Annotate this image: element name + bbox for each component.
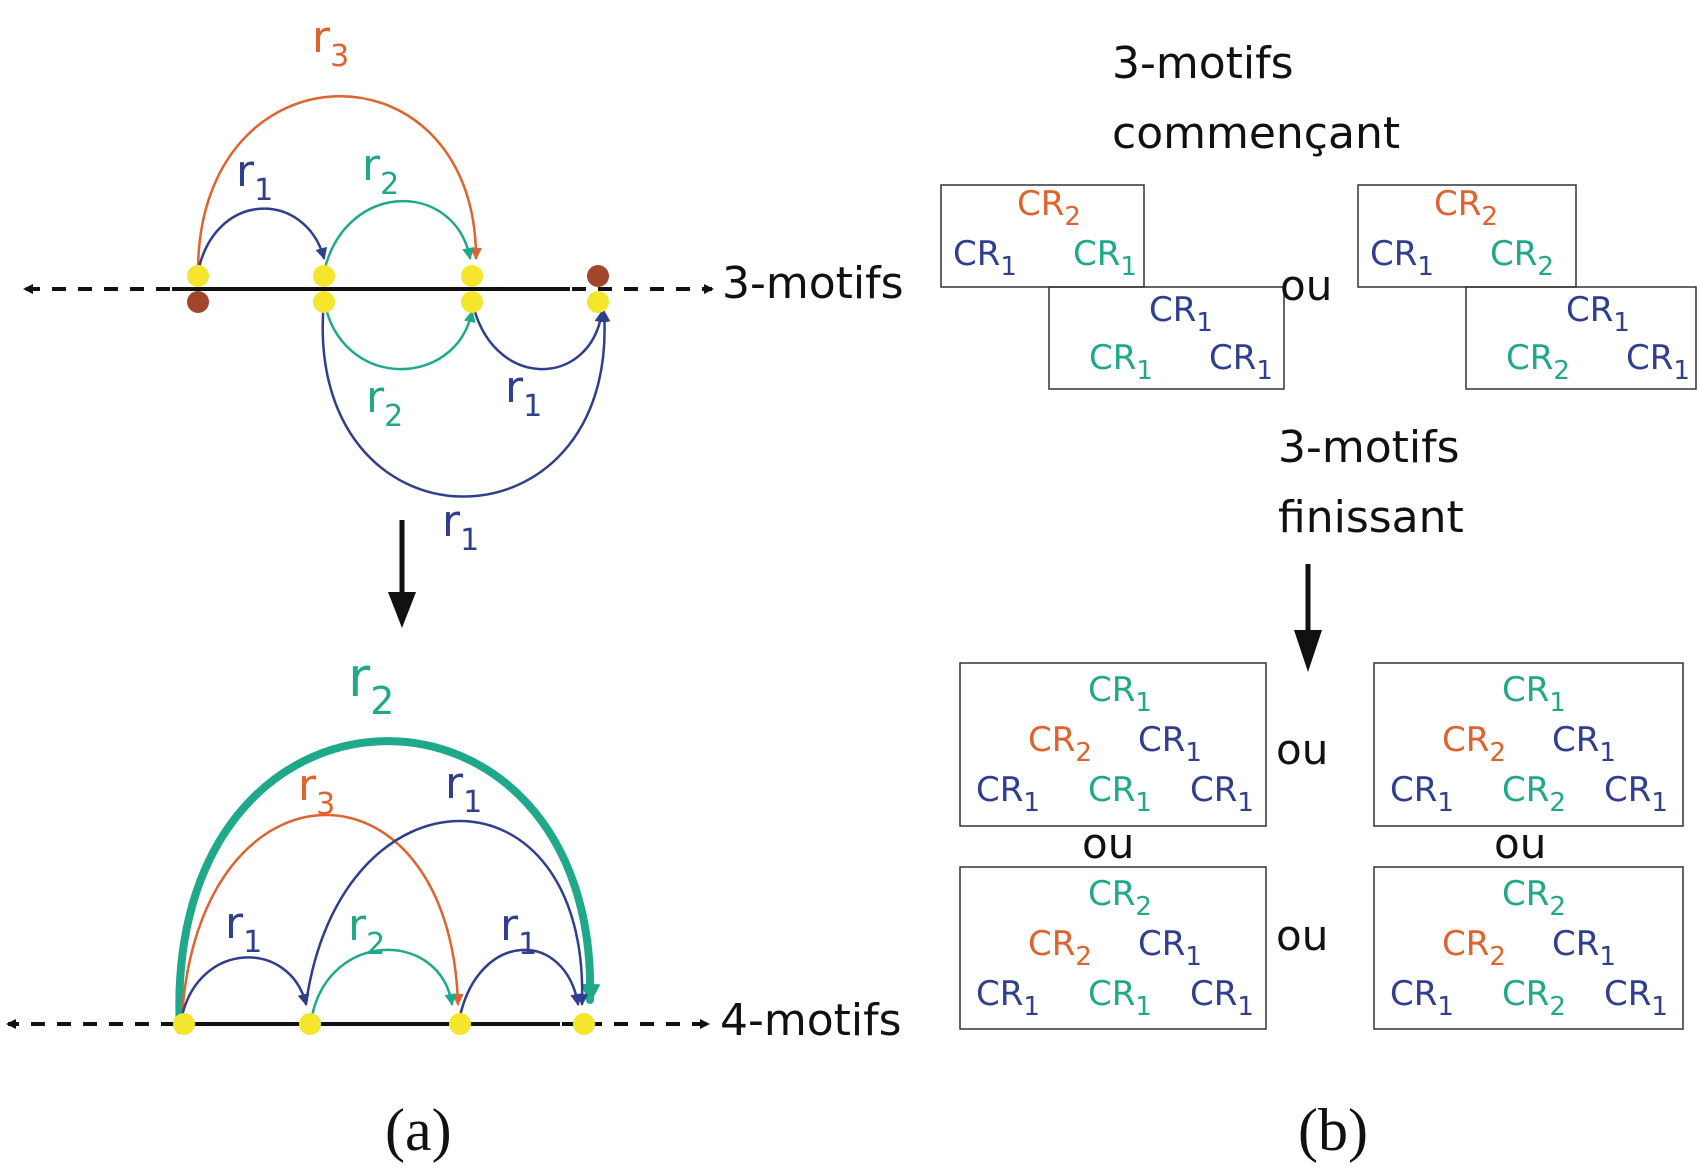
ou-connector: ou — [1276, 725, 1328, 774]
label-r3: r3 — [298, 760, 335, 822]
arc-r1-below-short — [470, 298, 607, 371]
cr-label: CR2 — [1442, 720, 1506, 768]
heading-start-line1: 3-motifs — [1112, 38, 1294, 89]
ou-connector: ou — [1494, 819, 1546, 868]
node-yellow — [587, 291, 609, 313]
cr-label: CR1 — [1088, 670, 1152, 718]
cr-label: CR2 — [1506, 338, 1570, 386]
arc-r3-top — [196, 95, 482, 274]
panel-b: 3-motifs commençant ou 3-motifs finissan… — [940, 38, 1697, 1030]
arc-r1-b — [458, 948, 583, 1018]
cr-label: CR1 — [1138, 924, 1202, 972]
label-r2: r2 — [362, 140, 399, 202]
cr-label: CR2 — [1028, 720, 1092, 768]
arc-r2-below — [322, 298, 476, 371]
label-r3: r3 — [312, 12, 349, 74]
node-yellow — [313, 291, 335, 313]
heading-start-line2: commençant — [1112, 108, 1400, 159]
cr-label: CR1 — [1149, 290, 1213, 338]
label-r1: r1 — [500, 900, 537, 962]
node-yellow — [461, 291, 483, 313]
node-yellow — [299, 1013, 321, 1035]
cr-label: CR1 — [1604, 770, 1668, 818]
cr-label: CR1 — [1626, 338, 1690, 386]
cr-label: CR1 — [1566, 290, 1630, 338]
node-brown — [587, 265, 609, 287]
cr-label: CR1 — [1552, 924, 1616, 972]
label-r2-below: r2 — [366, 372, 403, 434]
cr-label: CR1 — [1190, 974, 1254, 1022]
transform-arrow-a-head — [388, 592, 416, 628]
cr-label: CR2 — [1490, 234, 1554, 282]
cr-label: CR2 — [1502, 974, 1566, 1022]
cr-label: CR1 — [1088, 974, 1152, 1022]
cr-label: CR2 — [1017, 184, 1081, 232]
ou-connector: ou — [1280, 261, 1332, 310]
cr-label: CR2 — [1088, 874, 1152, 922]
node-yellow — [449, 1013, 471, 1035]
cr-label: CR1 — [1370, 234, 1434, 282]
arc-r2-top — [322, 199, 474, 274]
cr-label: CR1 — [1073, 234, 1137, 282]
cr-label: CR2 — [1502, 770, 1566, 818]
arc-r1-long — [304, 819, 589, 1006]
node-yellow — [313, 265, 335, 287]
cr-label: CR1 — [1502, 670, 1566, 718]
cr-label: CR1 — [1209, 338, 1273, 386]
caption-b: (b) — [1298, 1097, 1368, 1163]
cr-label: CR1 — [976, 974, 1040, 1022]
label-r1: r1 — [445, 758, 482, 820]
label-r2-big: r2 — [348, 646, 394, 723]
cr-label: CR1 — [1604, 974, 1668, 1022]
ou-connector: ou — [1276, 911, 1328, 960]
node-yellow — [461, 265, 483, 287]
label-r1: r1 — [225, 898, 262, 960]
result-box — [1373, 662, 1684, 827]
arc-r1-below-long — [321, 298, 611, 498]
node-yellow — [173, 1013, 195, 1035]
cr-label: CR2 — [1434, 184, 1498, 232]
result-box — [959, 866, 1267, 1030]
cr-label: CR2 — [1502, 874, 1566, 922]
label-r1: r1 — [236, 146, 273, 208]
cr-label: CR1 — [1390, 770, 1454, 818]
ou-connector: ou — [1082, 819, 1134, 868]
panel-a-bottom: r2 r3 r1 r1 r2 r1 4-motifs — [6, 646, 902, 1046]
heading-end-line1: 3-motifs — [1278, 422, 1460, 473]
cr-label: CR1 — [1552, 720, 1616, 768]
cr-label: CR2 — [1028, 924, 1092, 972]
motif-box — [940, 184, 1145, 288]
label-r1-below: r1 — [505, 362, 542, 424]
cr-label: CR1 — [1088, 770, 1152, 818]
node-yellow — [573, 1013, 595, 1035]
heading-end-line2: finissant — [1278, 492, 1464, 543]
arc-r2-small — [310, 948, 457, 1018]
axis-label-3-motifs: 3-motifs — [722, 258, 904, 309]
cr-label: CR2 — [1442, 924, 1506, 972]
transform-arrow-b-head — [1294, 630, 1322, 672]
arc-r1-a — [180, 956, 310, 1018]
caption-a: (a) — [385, 1097, 452, 1163]
cr-label: CR1 — [953, 234, 1017, 282]
cr-label: CR1 — [1190, 770, 1254, 818]
cr-label: CR1 — [1390, 974, 1454, 1022]
axis-label-4-motifs: 4-motifs — [720, 995, 902, 1046]
cr-label: CR1 — [976, 770, 1040, 818]
node-brown — [187, 291, 209, 313]
arc-r3 — [180, 813, 464, 1018]
arc-r2-thick — [175, 737, 601, 1034]
label-r1-bottom: r1 — [442, 496, 479, 558]
cr-label: CR1 — [1138, 720, 1202, 768]
motif-box — [1048, 286, 1285, 390]
node-yellow — [187, 265, 209, 287]
label-r2: r2 — [348, 900, 385, 962]
result-box — [1373, 866, 1684, 1030]
motif-box — [1465, 286, 1697, 390]
result-box — [959, 662, 1267, 827]
arc-r1-top — [196, 207, 328, 274]
panel-a-top: r3 r1 r2 r2 r1 r1 3-motifs — [23, 12, 904, 558]
cr-label: CR1 — [1089, 338, 1153, 386]
